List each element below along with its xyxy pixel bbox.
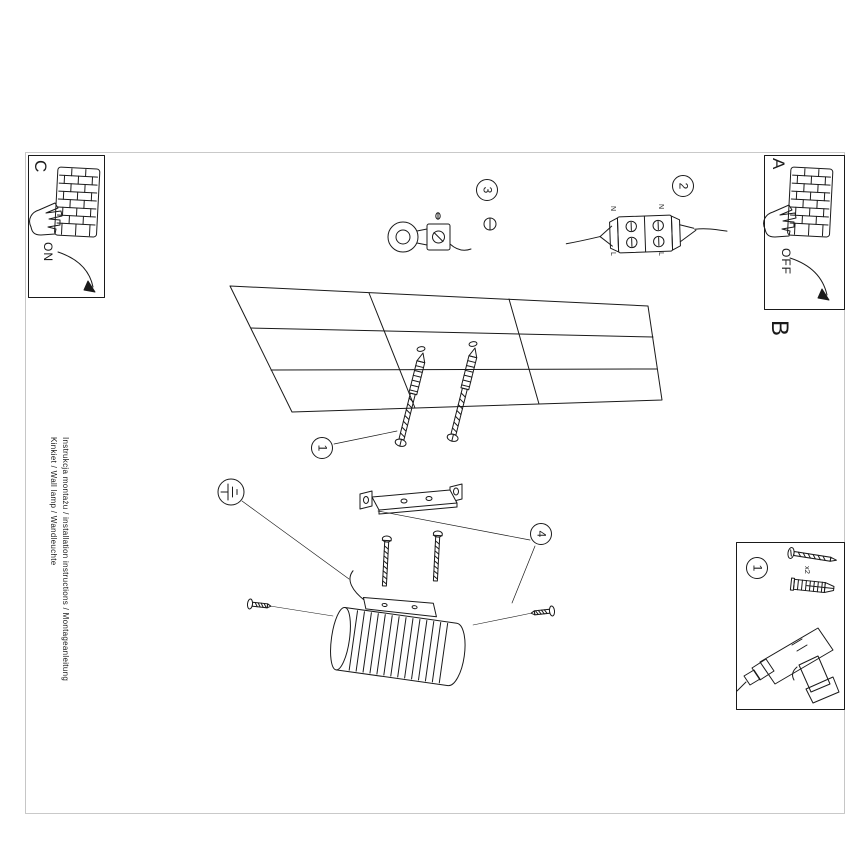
wire-label-l-left: L (609, 252, 616, 256)
screw-icon (786, 546, 838, 567)
page-frame (25, 152, 845, 814)
parts-box (736, 542, 845, 710)
side-screw-icon (246, 598, 272, 612)
anchor-screw-icon (445, 346, 481, 443)
switch-off-label: OFF (779, 248, 793, 275)
wire-label-l-right: L (657, 252, 664, 256)
callout-assembly-number: 4 (534, 530, 548, 538)
callout-connector-number: 2 (676, 182, 690, 190)
light-switch-icon (53, 166, 101, 238)
drill-icon (736, 627, 840, 704)
callout-parts-number: 1 (750, 564, 764, 572)
pointing-hand-icon (763, 204, 797, 238)
callout-anchors-number: 1 (315, 444, 329, 452)
step-label-b: B (766, 320, 793, 337)
wire-label-n-right: N (657, 204, 664, 210)
screw-axis-line (472, 612, 533, 626)
callout-clamp-number: 3 (480, 186, 494, 194)
callout-clamp: 3 (476, 179, 498, 201)
mounting-bracket-icon (359, 483, 463, 515)
callout-connector: 2 (672, 175, 694, 197)
side-screw-icon (530, 605, 556, 619)
assembly-leader-line (511, 545, 536, 604)
step-c-panel (28, 155, 105, 298)
wire-label-n-left: N (609, 206, 616, 212)
switch-on-label: ON (41, 242, 55, 262)
step-label-a: A (769, 158, 788, 170)
step-label-c: C (31, 160, 50, 173)
machine-screw-icon (430, 530, 443, 582)
ground-leader-line (241, 500, 350, 580)
ground-screw-icon (483, 217, 497, 231)
quantity-label: x2 (803, 566, 812, 574)
anchor-screw-icon (393, 351, 429, 448)
pointing-hand-icon (29, 202, 63, 236)
lamp-body-icon (330, 570, 466, 687)
step-a-panel (763, 155, 845, 310)
terminal-block-icon (565, 214, 728, 254)
callout-parts: 1 (746, 557, 768, 579)
machine-screw-icon (379, 535, 392, 587)
assembly-leader-line (377, 510, 531, 541)
flip-arrow-icon (789, 257, 828, 296)
side-text-instructions: Instrukcja montażu / installation instru… (61, 437, 70, 682)
callout-assembly: 4 (530, 523, 552, 545)
screw-axis-line (269, 605, 334, 617)
ring-clamp-icon (387, 212, 472, 253)
wall-plug-icon (789, 577, 835, 595)
wall-panel-grid (229, 285, 663, 413)
flip-arrow-icon (57, 251, 94, 288)
side-text-product: Kinkiet / Wall lamp / Wandleuchte (49, 437, 58, 566)
ground-symbol-icon (217, 478, 245, 506)
callout-anchors: 1 (311, 437, 333, 459)
anchors-leader-line (333, 430, 398, 445)
